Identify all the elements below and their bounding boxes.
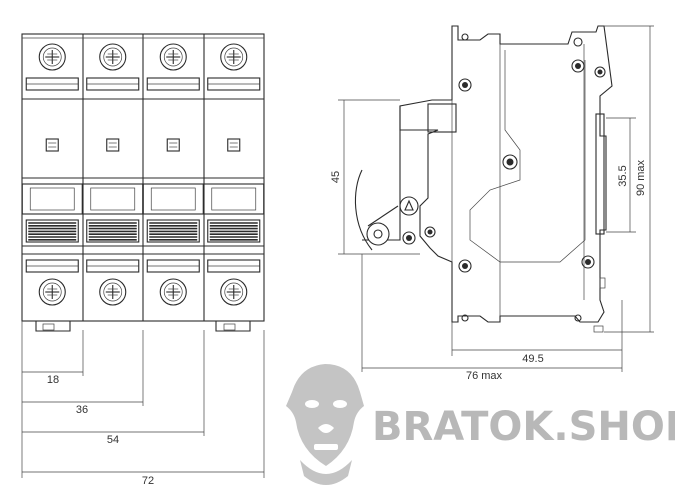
watermark-text: BRATOK.SHOP	[372, 404, 675, 450]
terminal-screw-icon	[99, 278, 127, 306]
dim-90-max: 90 max	[635, 159, 647, 196]
rivet-icon	[571, 59, 585, 73]
handle-grip	[146, 219, 200, 243]
terminal-screw-icon	[159, 278, 187, 306]
dim-54: 54	[107, 434, 119, 446]
rivet-icon	[461, 314, 469, 322]
pole-4	[203, 43, 265, 306]
rivet-icon	[573, 37, 583, 47]
din-clip-right	[215, 321, 251, 332]
pole-2	[82, 43, 144, 306]
indicator-ring	[399, 196, 419, 216]
terminal-screw-icon	[220, 278, 248, 306]
rivet-icon	[424, 226, 436, 238]
dim-36: 36	[76, 404, 88, 416]
rivet-icon	[574, 314, 582, 322]
handle-grip	[25, 219, 79, 243]
pole-3	[142, 43, 204, 306]
indicator-window	[166, 138, 180, 152]
handle-grip	[207, 219, 261, 243]
rivet-icon	[458, 259, 472, 273]
indicator-window	[227, 138, 241, 152]
rivet-icon	[402, 231, 416, 245]
side-dimensions: 45 35.5 90 max 49.5 76 max	[330, 25, 654, 382]
triangle-indicator-icon	[404, 199, 414, 211]
dim-45: 45	[330, 171, 342, 183]
terminal-screw-icon	[38, 43, 66, 71]
pole-1	[21, 43, 83, 306]
dim-35-5: 35.5	[617, 165, 629, 186]
handle-arc	[354, 169, 373, 251]
side-body-outline	[399, 25, 613, 323]
rivet-icon	[461, 33, 469, 41]
dim-18: 18	[47, 374, 59, 386]
dim-49-5: 49.5	[522, 353, 543, 365]
terminal-screw-icon	[159, 43, 187, 71]
indicator-window	[106, 138, 120, 152]
watermark: BRATOK.SHOP	[286, 364, 675, 485]
terminal-screw-icon	[99, 43, 127, 71]
rivet-icon	[594, 66, 606, 78]
indicator-window	[45, 138, 59, 152]
din-clip-left	[35, 321, 71, 332]
terminal-screw-icon	[220, 43, 248, 71]
terminal-screw-icon	[38, 278, 66, 306]
front-view: 18 36 54 72	[21, 33, 265, 487]
dim-72: 72	[142, 475, 154, 487]
rivet-icon	[458, 78, 472, 92]
dim-76-max: 76 max	[466, 370, 503, 382]
front-dimensions: 18 36 54 72	[21, 321, 265, 487]
handle-knob	[366, 222, 390, 246]
rivet-icon	[581, 255, 595, 269]
side-view: 45 35.5 90 max 49.5 76 max	[330, 25, 654, 382]
lever-window	[427, 103, 457, 133]
gorilla-icon	[286, 364, 364, 485]
handle-grip	[86, 219, 140, 243]
rivet-icon	[502, 154, 518, 170]
